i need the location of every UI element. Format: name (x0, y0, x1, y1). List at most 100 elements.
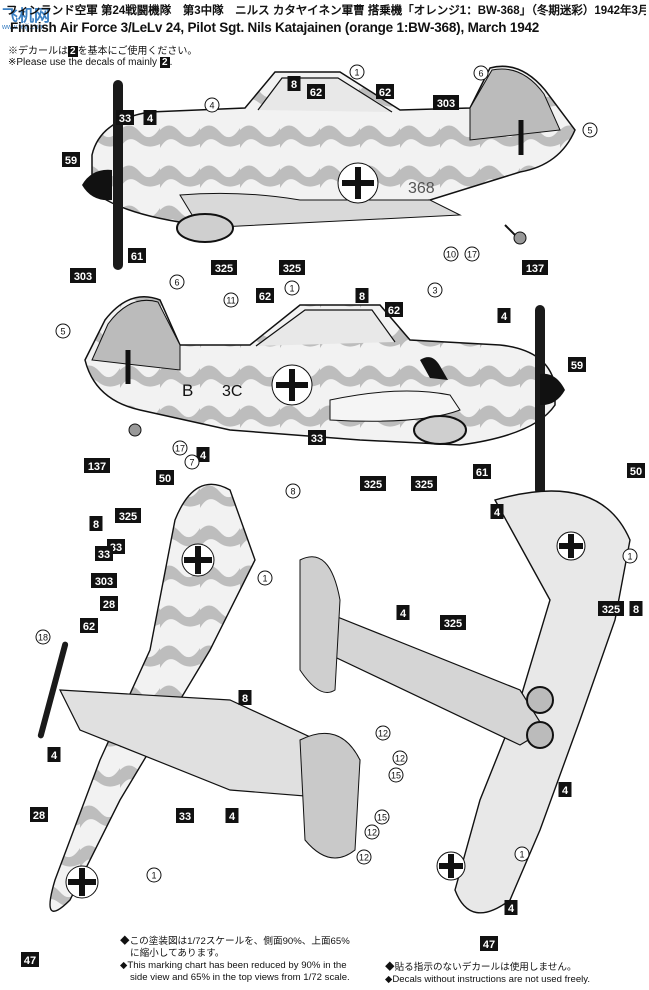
top-view-upper (37, 483, 361, 912)
callout-circle-1: 1 (284, 280, 300, 296)
callout-box-47: 47 (480, 936, 498, 951)
callout-circle-ring (204, 97, 220, 113)
footer-jp-1: ◆この塗装図は1/72スケールを、側面90%、上面65% (120, 936, 350, 947)
callout-box-bg (196, 447, 210, 462)
callout-box-bg (490, 504, 504, 519)
roundel-1-cross-h (342, 180, 374, 186)
callout-circle-ring (464, 246, 480, 262)
callout-circle-8: 8 (285, 483, 301, 499)
callout-circle-ring (257, 570, 273, 586)
callout-circle-ring (356, 849, 372, 865)
callout-circle-ring (374, 809, 390, 825)
callout-circle-1: 1 (146, 867, 162, 883)
callout-circle-ring (364, 824, 380, 840)
spinner-2 (540, 373, 565, 406)
upper-roundel-1-h (184, 557, 212, 563)
callout-box-text: 33 (179, 811, 191, 823)
callout-box-text: 47 (483, 939, 495, 951)
callout-box-bg (143, 110, 157, 125)
callout-box-8: 8 (89, 516, 103, 531)
callout-box-61: 61 (128, 248, 146, 263)
callout-box-text: 28 (33, 810, 45, 822)
decal-note-jp-tail: を基本にご使用ください。 (77, 46, 198, 57)
callout-circle-text: 6 (174, 278, 179, 288)
callout-box-text: 8 (633, 604, 639, 616)
callout-box-62: 62 (307, 84, 325, 99)
callout-box-text: 33 (311, 433, 323, 445)
callout-box-bg (89, 516, 103, 531)
decal-note-en-text: ※Please use the decals of mainly (8, 57, 158, 68)
callout-circle-17: 17 (464, 246, 480, 262)
callout-circle-17: 17 (172, 440, 188, 456)
callout-box-bg (225, 808, 239, 823)
callout-circle-text: 7 (189, 458, 194, 468)
callout-box-text: 325 (119, 511, 137, 523)
callout-circle-15: 15 (388, 767, 404, 783)
callout-box-47: 47 (21, 952, 39, 967)
fuselage-1 (91, 65, 576, 226)
callout-box-bg (440, 615, 466, 630)
callout-circle-10: 10 (443, 246, 459, 262)
callout-circle-1: 1 (349, 64, 365, 80)
callout-box-text: 4 (229, 811, 236, 823)
callout-circle-6: 6 (473, 65, 489, 81)
callout-circle-text: 1 (627, 552, 632, 562)
callout-box-text: 4 (508, 903, 515, 915)
callout-box-text: 4 (562, 785, 569, 797)
lower-wheel-well-2 (526, 721, 554, 749)
callout-circle-1: 1 (514, 846, 530, 862)
callout-box-325: 325 (440, 615, 466, 630)
tail-wheel-circle-2 (128, 423, 142, 437)
upper-propeller (37, 641, 69, 739)
callout-box-bg (80, 618, 98, 633)
callout-box-33: 33 (308, 430, 326, 445)
lower-fuselage (319, 609, 546, 746)
callout-box-bg (287, 76, 301, 91)
wing-2 (329, 390, 461, 422)
callout-circle-ring (392, 750, 408, 766)
callout-box-4: 4 (47, 747, 61, 762)
callout-box-bg (558, 782, 572, 797)
callout-box-bg (128, 248, 146, 263)
callout-box-bg (396, 605, 410, 620)
callout-circle-ring (184, 454, 200, 470)
callout-box-bg (355, 288, 369, 303)
callout-circle-text: 12 (378, 729, 388, 739)
callout-box-bg (360, 476, 386, 491)
callout-circle-12: 12 (364, 824, 380, 840)
callout-box-text: 8 (93, 519, 99, 531)
footer-jp-2: に縮小してあります。 (130, 948, 225, 959)
callout-box-bg (70, 268, 96, 283)
callout-circle-text: 6 (478, 69, 483, 79)
side-view-left: 368 (82, 65, 576, 270)
callout-box-text: 50 (159, 473, 171, 485)
callout-box-text: 8 (242, 693, 248, 705)
callout-circle-text: 5 (60, 327, 65, 337)
callout-box-text: 137 (88, 461, 106, 473)
callout-box-137: 137 (84, 458, 110, 473)
callout-box-4: 4 (196, 447, 210, 462)
callout-box-text: 59 (571, 360, 583, 372)
decal-set-badge: 2 (68, 46, 78, 57)
callout-circle-5: 5 (55, 323, 71, 339)
decal-note-en-tail: . (169, 57, 173, 68)
callout-circle-ring (146, 867, 162, 883)
callout-box-325: 325 (279, 260, 305, 275)
callout-box-bg (598, 601, 624, 616)
callout-circle-text: 10 (446, 250, 456, 260)
callout-box-bg (176, 808, 194, 823)
callout-box-text: 137 (526, 263, 544, 275)
callout-box-62: 62 (80, 618, 98, 633)
decal-set-badge-en: 2 (160, 57, 170, 68)
callout-circle-ring (514, 846, 530, 862)
callout-circle-text: 12 (395, 754, 405, 764)
callout-box-4: 4 (497, 308, 511, 323)
callout-circle-ring (427, 282, 443, 298)
callout-box-text: 62 (259, 291, 271, 303)
callout-box-8: 8 (629, 601, 643, 616)
callout-circle-ring (388, 767, 404, 783)
callout-circle-ring (284, 280, 300, 296)
callout-circle-4: 4 (204, 97, 220, 113)
